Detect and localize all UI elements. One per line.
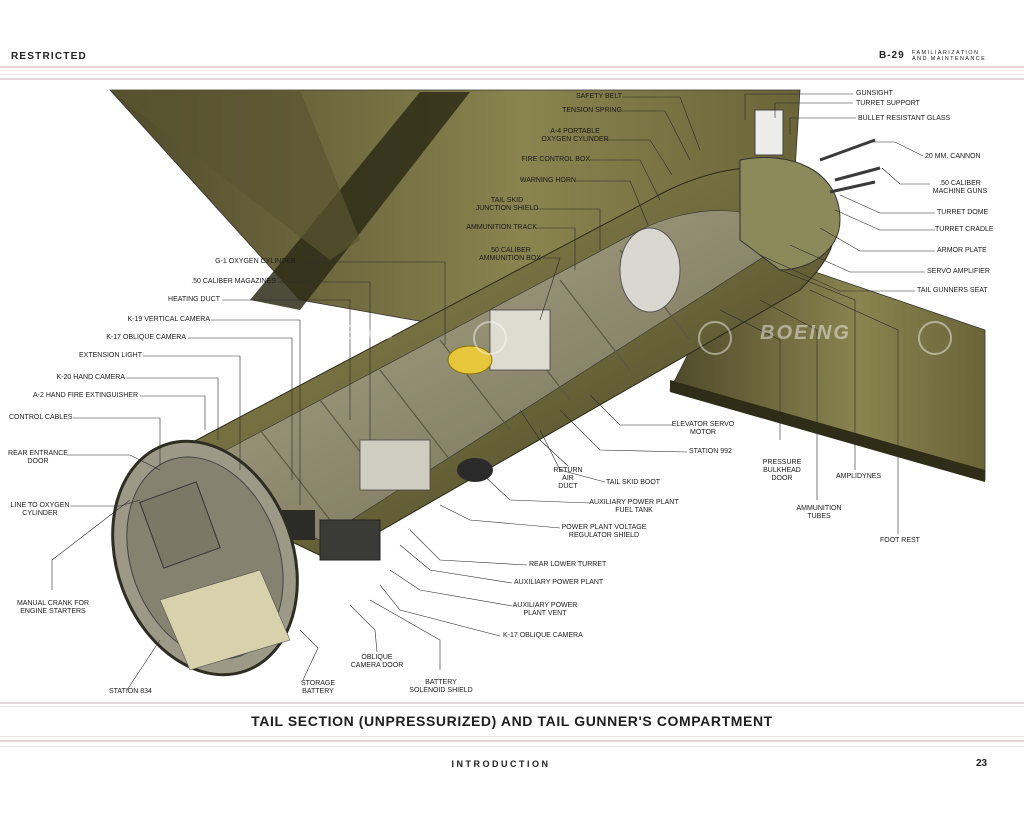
title-rule-top-thin	[0, 706, 1024, 707]
label-safety-belt: SAFETY BELT	[575, 93, 622, 100]
label-aux-power-plant-vent: AUXILIARY POWER PLANT VENT	[512, 602, 578, 617]
manual-subtitle-line-1: FAMILIARIZATION	[912, 50, 980, 56]
label-oblique-camera-door: OBLIQUE CAMERA DOOR	[350, 654, 404, 669]
label-bullet-resistant-glass: BULLET RESISTANT GLASS	[858, 115, 951, 122]
label-50cal-magazines: .50 CALIBER MAGAZINES	[191, 278, 276, 285]
label-return-air-duct: RETURN AIR DUCT	[553, 467, 583, 490]
label-g1-oxygen-cylinder: G-1 OXYGEN CYLINDER	[215, 258, 296, 265]
label-k19-vertical-camera: K-19 VERTICAL CAMERA	[127, 316, 210, 323]
watermark-logos	[23, 321, 952, 355]
footer-section: INTRODUCTION	[451, 759, 551, 769]
label-aux-fuel-tank: AUXILIARY POWER PLANT FUEL TANK	[589, 499, 679, 514]
label-station-992: STATION 992	[689, 448, 732, 455]
label-control-cables: CONTROL CABLES	[9, 414, 73, 421]
label-warning-horn: WARNING HORN	[519, 177, 576, 184]
title-rule-bottom	[0, 740, 1024, 742]
aux-fuel-tank	[457, 458, 493, 482]
label-aux-power-plant: AUXILIARY POWER PLANT	[514, 579, 604, 586]
stabilizer-edge	[670, 380, 985, 482]
label-battery-solenoid-shield: BATTERY SOLENOID SHIELD	[409, 679, 473, 694]
label-tail-gunners-seat: TAIL GUNNERS SEAT	[917, 287, 988, 294]
label-turret-cradle: TURRET CRADLE	[935, 226, 994, 233]
fin-shadow	[110, 90, 360, 260]
label-station-834: STATION 834	[109, 688, 152, 695]
header-rule-2	[0, 70, 1024, 71]
label-k20-hand-camera: K-20 HAND CAMERA	[56, 374, 125, 381]
label-tension-spring: TENSION SPRING	[562, 107, 622, 114]
label-line-to-oxygen-cylinder: LINE TO OXYGEN CYLINDER	[10, 502, 70, 517]
gun-barrels	[819, 138, 881, 194]
header-rule-1	[0, 66, 1024, 68]
label-turret-dome: TURRET DOME	[937, 209, 989, 216]
page-number: 23	[976, 758, 988, 769]
watermark-text-2: BOEING	[305, 322, 396, 344]
rear-entrance-door-panel	[139, 481, 221, 569]
label-elevator-servo-motor: ELEVATOR SERVO MOTOR	[671, 421, 735, 436]
tail-section-cutaway-illustration	[23, 89, 986, 691]
label-k17-oblique-camera-upper: K-17 OBLIQUE CAMERA	[106, 334, 186, 341]
fin-leading-edge	[250, 92, 470, 310]
aux-power-plant	[319, 519, 381, 561]
ammunition-box	[489, 309, 551, 371]
label-amplidynes: AMPLIDYNES	[836, 473, 882, 480]
header-rule-3	[0, 74, 1024, 75]
label-tail-skid-boot: TAIL SKID BOOT	[606, 479, 661, 486]
model-designation: B-29	[879, 50, 905, 61]
watermark-text-3: BOEING	[760, 322, 851, 344]
tail-turret	[739, 157, 841, 271]
manual-subtitle-line-2: AND MAINTENANCE	[912, 56, 987, 62]
label-voltage-regulator-shield: POWER PLANT VOLTAGE REGULATOR SHIELD	[561, 524, 647, 539]
label-gunsight: GUNSIGHT	[856, 90, 893, 97]
label-armor-plate: ARMOR PLATE	[937, 247, 987, 254]
label-turret-support: TURRET SUPPORT	[856, 100, 920, 107]
label-pressure-bulkhead-door: PRESSURE BULKHEAD DOOR	[762, 459, 802, 482]
leader-lines	[51, 93, 935, 691]
k19-camera-block	[359, 439, 431, 491]
label-extension-light: EXTENSION LIGHT	[78, 352, 142, 359]
label-ammunition-box: .50 CALIBER AMMUNITION BOX	[479, 247, 541, 262]
title-rule-bottom-thin	[0, 736, 1024, 737]
label-tail-skid-junction-shield: TAIL SKID JUNCTION SHIELD	[475, 197, 539, 212]
title-rule-bottom-2	[0, 746, 1024, 747]
watermark-text-1: BOEING	[60, 322, 151, 344]
label-k17-oblique-camera-lower: K-17 OBLIQUE CAMERA	[503, 632, 583, 639]
turret-ring	[619, 227, 681, 313]
label-servo-amplifier: SERVO AMPLIFIER	[927, 268, 990, 275]
label-20mm-cannon: 20 MM. CANNON	[925, 153, 981, 160]
label-storage-battery: STORAGE BATTERY	[300, 680, 336, 695]
label-fire-control-box: FIRE CONTROL BOX	[521, 156, 590, 163]
label-rear-entrance-door: REAR ENTRANCE DOOR	[8, 450, 68, 465]
label-heating-duct: HEATING DUCT	[168, 296, 220, 303]
label-a2-fire-extinguisher: A-2 HAND FIRE EXTINGUISHER	[32, 392, 138, 399]
oxygen-cylinder	[447, 345, 493, 375]
gunner-window	[754, 109, 784, 156]
label-foot-rest: FOOT REST	[880, 537, 920, 544]
manual-subtitle: FAMILIARIZATION AND MAINTENANCE	[912, 50, 992, 62]
label-a4-oxygen-cylinder: A-4 PORTABLE OXYGEN CYLINDER	[541, 128, 609, 143]
label-50cal-machine-guns: .50 CALIBER MACHINE GUNS	[932, 180, 988, 195]
restricted-marking: RESTRICTED	[11, 51, 87, 62]
label-ammunition-tubes: AMMUNITION TUBES	[796, 505, 842, 520]
header-rule-4	[0, 78, 1024, 80]
label-ammunition-track: AMMUNITION TRACK	[466, 224, 537, 231]
page-title: TAIL SECTION (UNPRESSURIZED) AND TAIL GU…	[251, 713, 773, 729]
label-rear-lower-turret: REAR LOWER TURRET	[529, 561, 607, 568]
label-manual-crank: MANUAL CRANK FOR ENGINE STARTERS	[16, 600, 90, 615]
title-rule-top	[0, 702, 1024, 704]
rear-floor	[159, 569, 291, 671]
